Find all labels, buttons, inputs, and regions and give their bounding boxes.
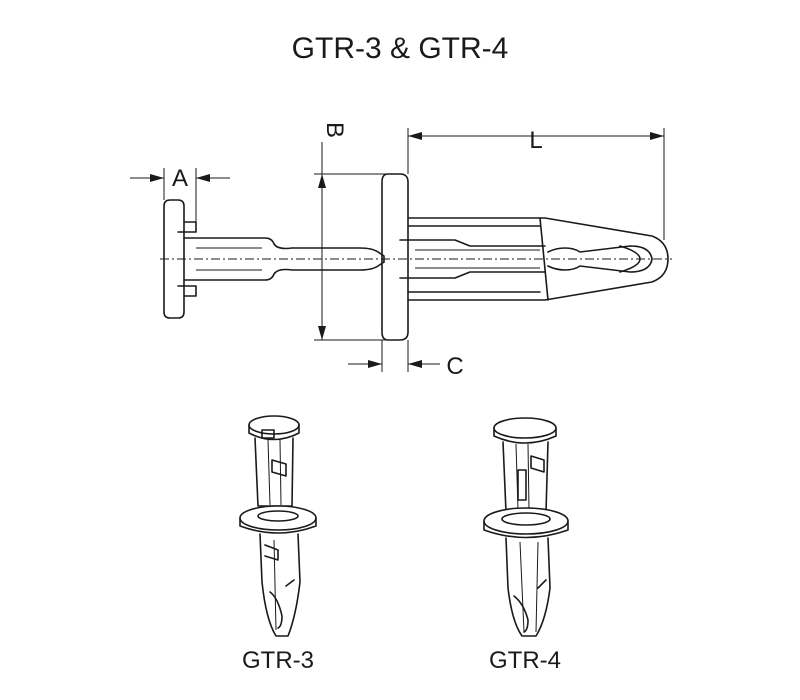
flange bbox=[381, 173, 409, 341]
dimension-a: A bbox=[130, 165, 230, 222]
dimension-b: B bbox=[314, 122, 388, 341]
dimension-l-label: L bbox=[529, 127, 542, 154]
dimension-c: C bbox=[348, 340, 464, 380]
pin-shaft bbox=[183, 237, 385, 281]
diagram-title: GTR-3 & GTR-4 bbox=[292, 32, 509, 65]
dimension-a-label: A bbox=[172, 165, 188, 192]
side-view: A B C L bbox=[130, 122, 672, 380]
gtr3-caption: GTR-3 bbox=[242, 647, 314, 674]
gtr4-illustration bbox=[483, 417, 569, 637]
gtr4-caption: GTR-4 bbox=[489, 647, 561, 674]
rivet-body bbox=[399, 217, 669, 301]
dimension-b-label: B bbox=[321, 122, 348, 138]
dimension-c-label: C bbox=[446, 353, 463, 380]
gtr3-illustration bbox=[239, 415, 317, 637]
dimension-l: L bbox=[407, 127, 665, 240]
pin-head bbox=[163, 199, 197, 319]
